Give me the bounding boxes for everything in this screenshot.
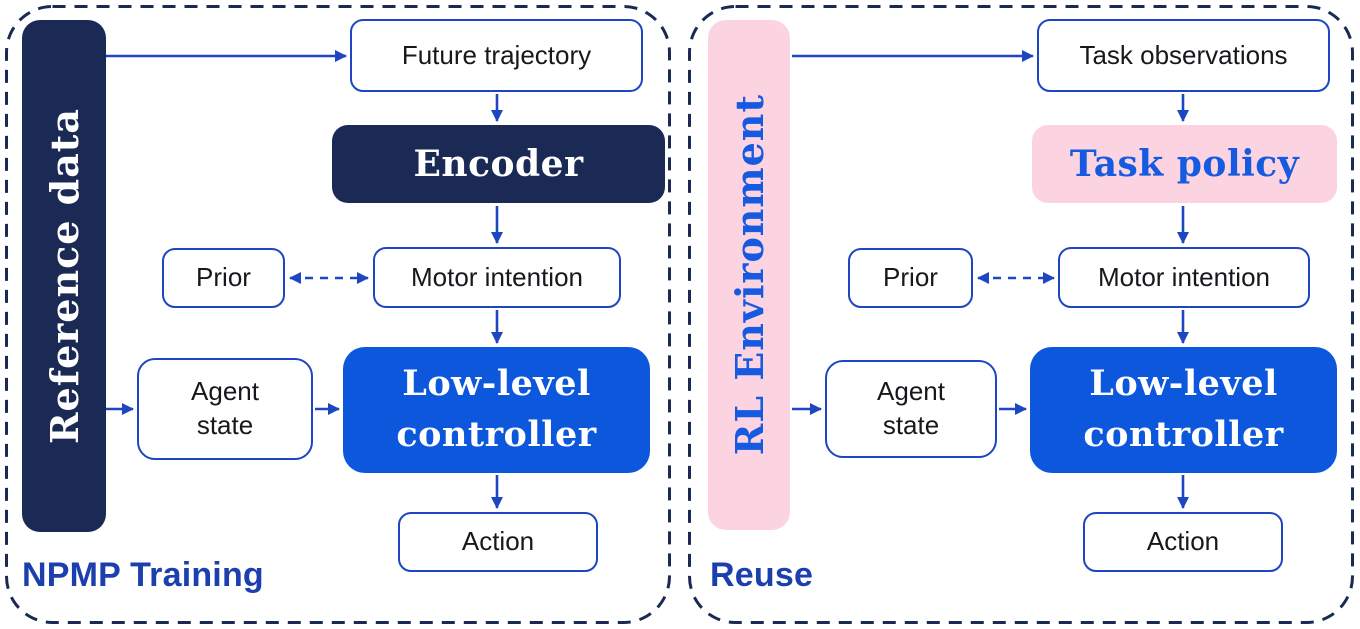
reuse-label: Reuse [710, 556, 814, 594]
agent-state-node: Agent state [137, 358, 313, 460]
reference-data-bar: Reference data [22, 20, 106, 532]
task-policy-node: Task policy [1032, 125, 1337, 203]
low-level-controller-node-right: Low-level controller [1030, 347, 1337, 473]
action-node: Action [398, 512, 598, 572]
action-node-right: Action [1083, 512, 1283, 572]
rl-environment-bar: RL Environment [708, 20, 790, 530]
agent-state-node-right: Agent state [825, 360, 997, 458]
rl-environment-label: RL Environment [726, 94, 772, 456]
motor-intention-node: Motor intention [373, 247, 621, 308]
npmp-training-label: NPMP Training [22, 556, 264, 594]
low-level-controller-node: Low-level controller [343, 347, 650, 473]
prior-node-right: Prior [848, 248, 973, 308]
task-observations-node: Task observations [1037, 19, 1330, 92]
future-trajectory-node: Future trajectory [350, 19, 643, 92]
encoder-node: Encoder [332, 125, 665, 203]
motor-intention-node-right: Motor intention [1058, 247, 1310, 308]
reference-data-label: Reference data [41, 107, 87, 445]
prior-node: Prior [162, 248, 285, 308]
